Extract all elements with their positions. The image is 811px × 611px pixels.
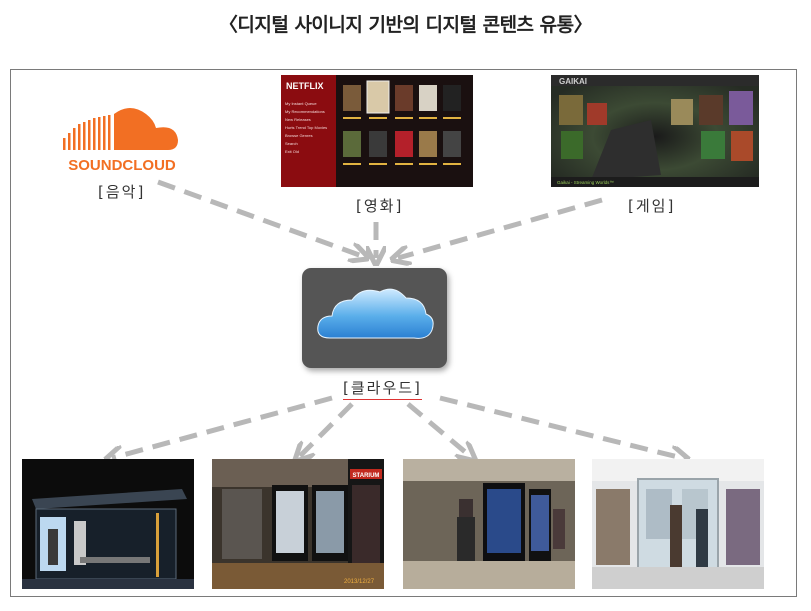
gaikai-footer: Gaikai - Streaming Worlds™ [557,180,614,185]
label-music: [음악] [98,183,146,201]
gaikai-screenshot: GAIKAI Gaikai - Streaming Worlds™ [551,75,759,187]
netflix-menu-item: Search [285,141,298,146]
diagram-frame [10,69,797,597]
label-movie: [영화] [356,197,404,215]
label-game: [게임] [628,197,676,215]
netflix-wordmark: NETFLIX [286,81,324,91]
netflix-menu-item: My Instant Queue [285,101,317,106]
arrow-game-to-cloud [398,197,603,258]
bus-shelter-signage-photo [22,459,194,589]
pillar-brand: STARIUM [353,473,380,479]
netflix-menu-item: New Releases [285,117,311,122]
pillar-signage-photo: STARIUM 2013/12/27 [212,459,384,589]
subway-kiosk-signage-photo [403,459,575,589]
netflix-menu-item: Hurts Trend Top Movies [285,125,327,130]
store-window-signage-photo [592,459,764,589]
arrow-cloud-to-store [439,395,682,458]
soundcloud-wordmark: SOUNDCLOUD [68,157,176,174]
netflix-menu-item: Exit Old [285,149,299,154]
cloud-icon [317,288,434,339]
arrow-cloud-to-kiosk [406,402,470,456]
pillar-date-stamp: 2013/12/27 [344,579,375,585]
label-cloud: [클라우드] [343,377,422,400]
netflix-menu-item: Browse Genres [285,133,313,138]
netflix-menu-item: My Recommendations [285,109,325,114]
arrow-cloud-to-pillar [300,402,354,456]
page-title: 〈디지털 사이니지 기반의 디지털 콘텐츠 유통〉 [218,14,593,36]
cloud-hub [302,268,447,368]
soundcloud-logo: SOUNDCLOUD [58,100,188,176]
soundcloud-icon: SOUNDCLOUD [63,108,178,174]
netflix-screenshot: NETFLIX My Instant Queue My Recommendati… [281,75,473,187]
arrow-music-to-cloud [157,179,362,256]
gaikai-wordmark: GAIKAI [559,77,587,86]
arrow-cloud-to-shelter [112,395,333,458]
